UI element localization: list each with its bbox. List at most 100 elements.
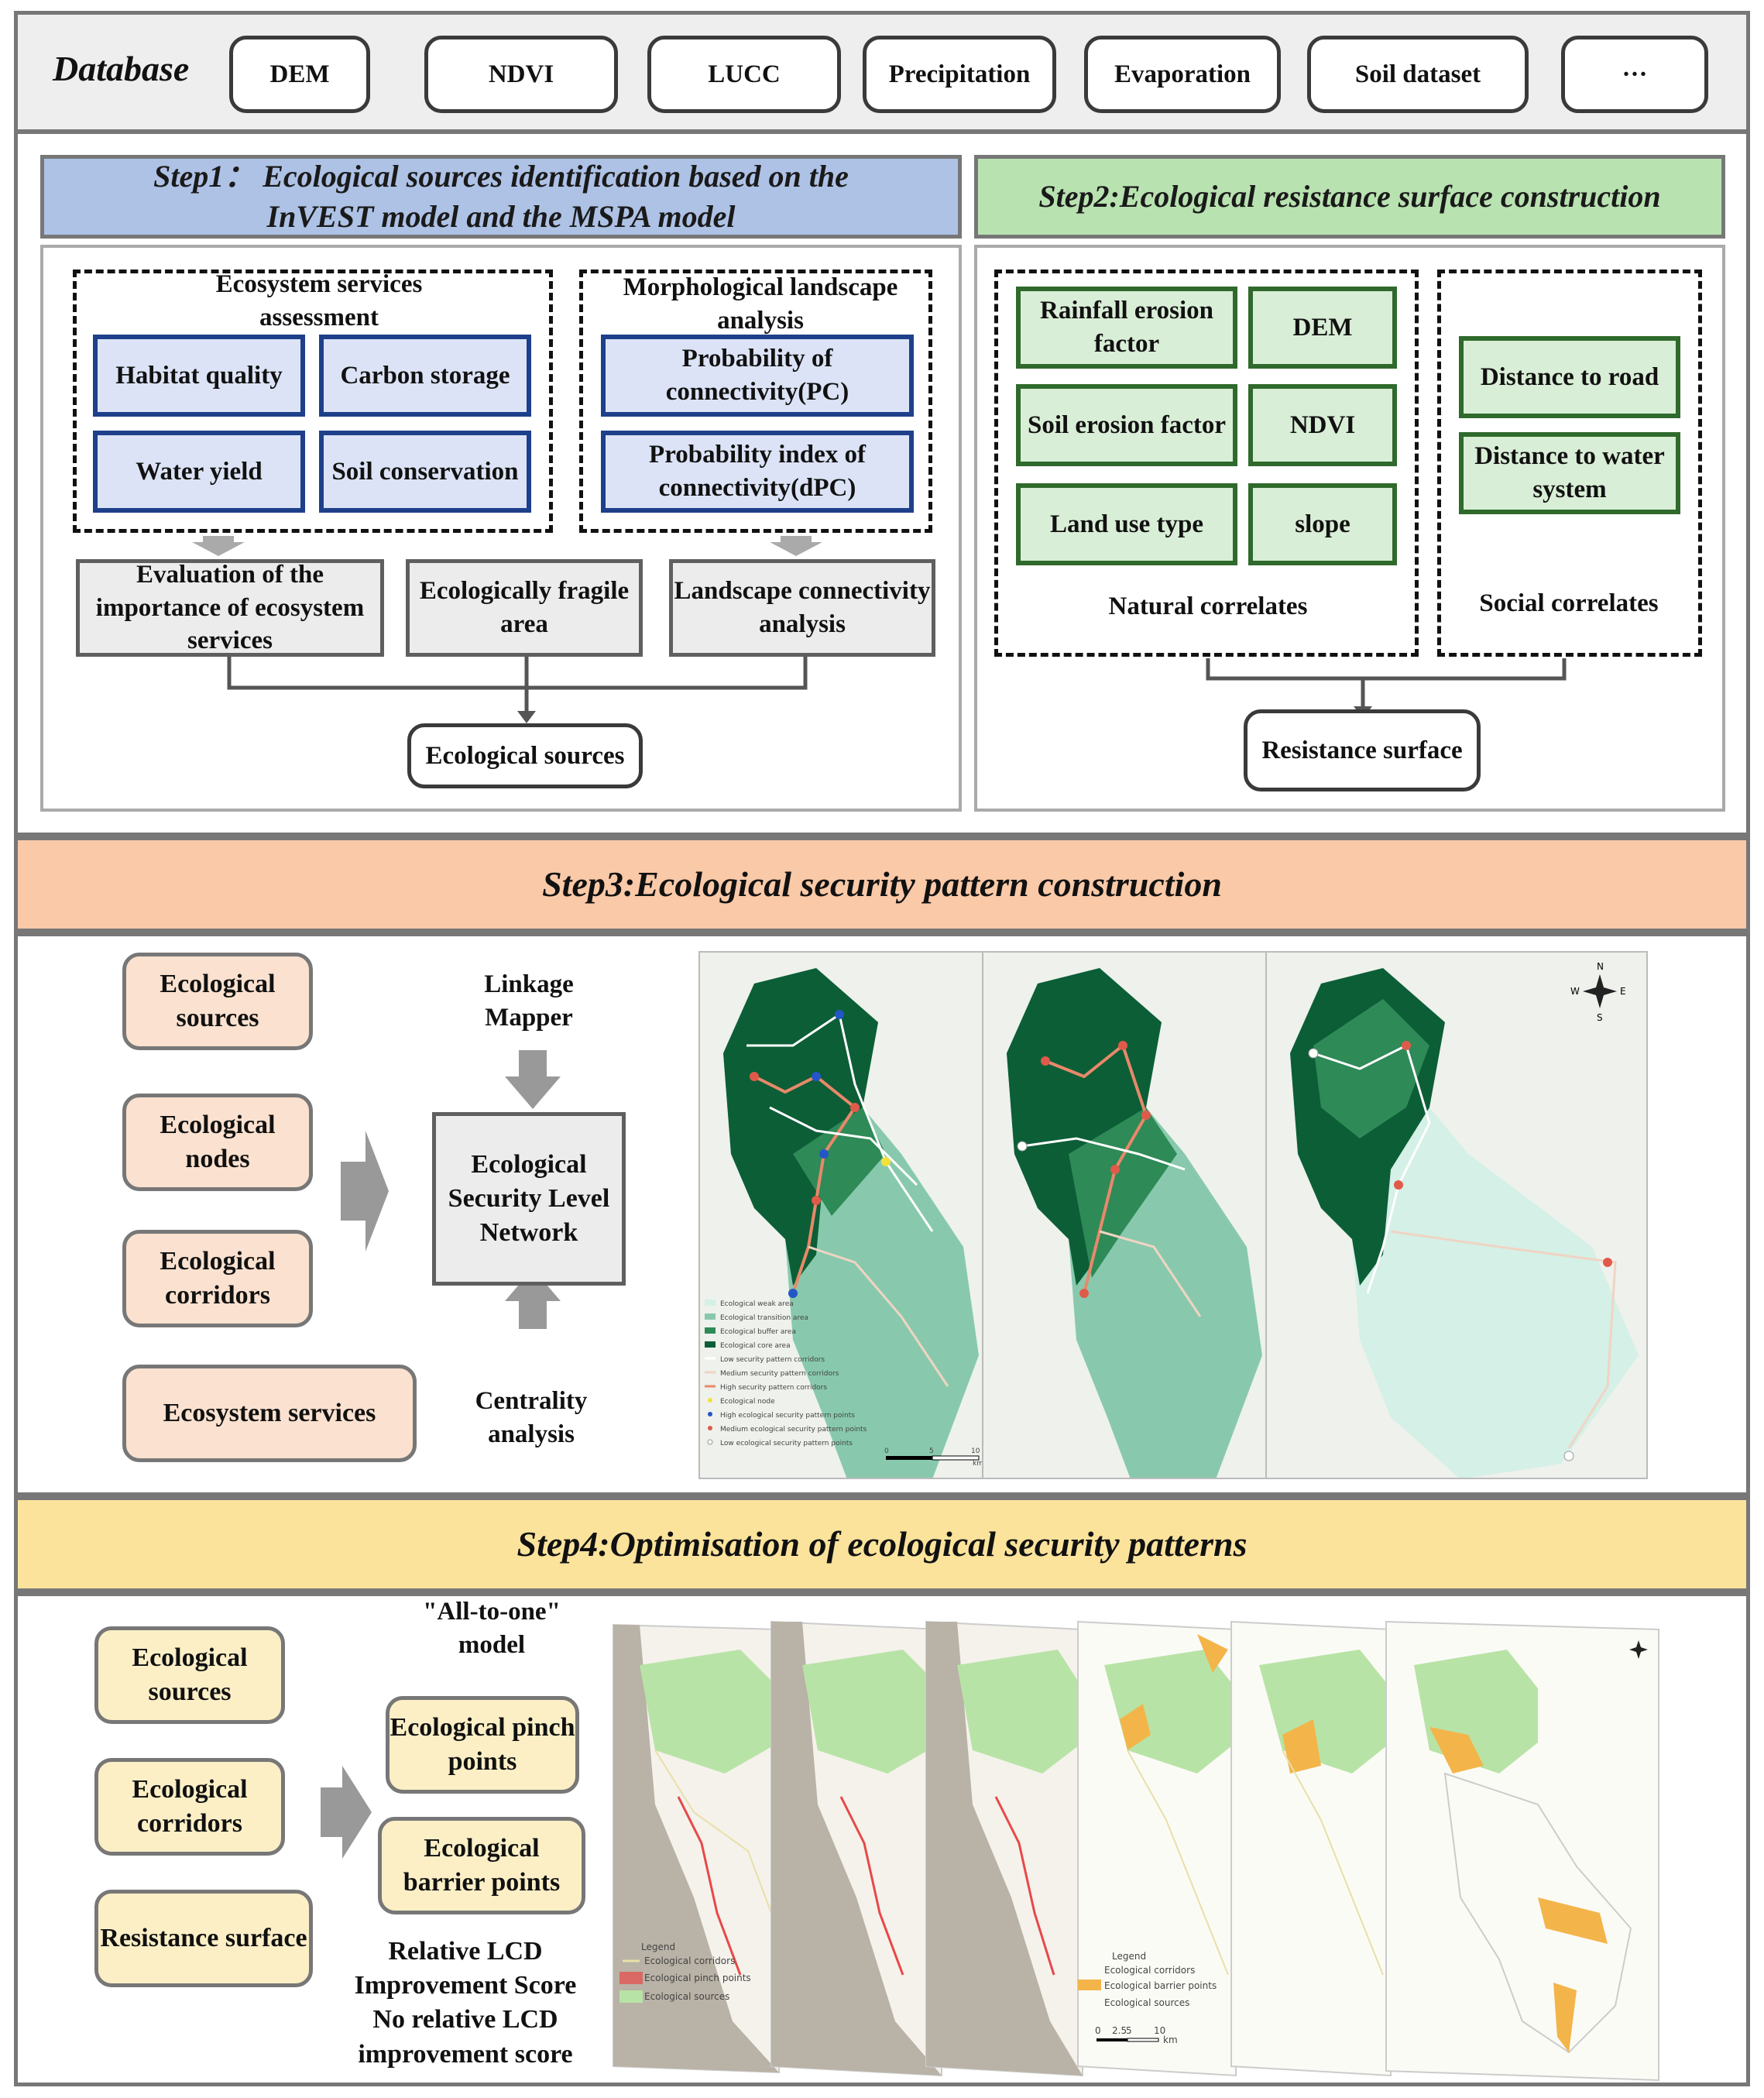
database-item-ndvi: NDVI [424,36,618,113]
step3-title: Step3:Ecological security pattern constr… [14,836,1750,932]
natural-dem: DEM [1248,287,1397,369]
step1-body [40,245,962,812]
step3-compass-e: E [1620,986,1626,997]
step3-body [14,932,1750,1496]
step4-scale-3: 10 [1154,2025,1165,2036]
step3-legend-8: High ecological security pattern points [720,1412,855,1420]
step4-title: Step4:Optimisation of ecological securit… [14,1496,1750,1592]
social-distance-water: Distance to water system [1459,432,1680,514]
database-item-evaporation: Evaporation [1084,36,1281,113]
step4-scale-4: km [1163,2034,1178,2045]
step3-compass-s: S [1597,1012,1603,1023]
security-level-network: Ecological Security Level Network [432,1112,626,1286]
step4-map-1: Legend Ecological corridors Ecological p… [613,1623,780,2074]
mla-probability-of-connectivity: Probability of connectivity(PC) [601,335,914,417]
step3-legend-0: Ecological weak area [720,1300,794,1308]
step3-scale-3: km [973,1460,983,1468]
step3-compass-n: N [1597,961,1604,972]
step3-input-ecosystem-services: Ecosystem services [122,1365,417,1462]
step3-input-sources: Ecological sources [122,953,313,1050]
lcd-score-label: Relative LCD Improvement Score No relati… [354,1937,577,2069]
step3-legend-5: Medium security pattern corridors [720,1370,839,1378]
step3-legend-2: Ecological buffer area [720,1328,796,1336]
step4-legend1-pinch: Ecological pinch points [644,1973,751,1983]
step4-legend2-title: Legend [1112,1951,1146,1962]
step4-body [14,1592,1750,2086]
step1-ecological-sources: Ecological sources [407,723,643,788]
output-landscape-connectivity: Landscape connectivity analysis [669,559,935,657]
steps-1-2-panel [14,130,1750,836]
step1-connectors [192,536,822,723]
database-item-lucc: LUCC [647,36,841,113]
output-evaluation-importance: Evaluation of the importance of ecosyste… [76,559,384,657]
social-correlates-label: Social correlates [1479,589,1659,617]
step4-scale-1: 2.5 [1112,2025,1127,2036]
mla-probability-index: Probability index of connectivity(dPC) [601,431,914,513]
step2-title: Step2:Ecological resistance surface cons… [974,155,1725,239]
step2-body [974,245,1725,812]
step4-legend2-sources: Ecological sources [1104,1997,1189,2008]
step4-input-resistance: Resistance surface [94,1890,313,1987]
step4-input-corridors: Ecological corridors [94,1758,285,1856]
database-item-more: ··· [1561,36,1708,113]
step3-input-nodes: Ecological nodes [122,1094,313,1191]
mla-group [579,270,932,533]
step3-input-corridors: Ecological corridors [122,1230,313,1327]
database-label: Database [53,49,190,88]
step4-map-6 [1385,1620,1659,2082]
step4-map-2 [770,1620,942,2077]
linkage-mapper-label: Linkage Mapper [484,970,574,1032]
social-group [1437,270,1702,657]
database-item-dem: DEM [229,36,370,113]
ess-group-label: Ecosystem services assessment [215,270,423,331]
step4-scale-2: 5 [1126,2025,1132,2036]
database-item-precipitation: Precipitation [863,36,1056,113]
ess-group [73,270,553,533]
step4-legend1-title: Legend [641,1942,675,1952]
step3-legend-7: Ecological node [720,1398,775,1406]
step3-compass-w: W [1570,986,1580,997]
step2-connectors [1206,658,1567,719]
ess-habitat-quality: Habitat quality [93,335,305,417]
step3-map-high: Ecological weak area Ecological transiti… [698,951,985,1479]
step4-input-sources: Ecological sources [94,1626,285,1724]
step3-map-medium [982,951,1268,1479]
step3-legend-9: Medium ecological security pattern point… [720,1426,867,1434]
natural-land-use-type: Land use type [1016,483,1237,565]
ess-water-yield: Water yield [93,431,305,513]
step4-maps: Legend Ecological corridors Ecological p… [613,1620,1659,2082]
step4-map-5 [1230,1620,1392,2077]
output-ecologically-fragile: Ecologically fragile area [406,559,643,657]
natural-rainfall-erosion: Rainfall erosion factor [1016,287,1237,369]
natural-group [994,270,1419,657]
natural-correlates-label: Natural correlates [1108,592,1308,620]
natural-ndvi: NDVI [1248,384,1397,466]
step3-scale-0: 0 [884,1447,889,1455]
step4-legend1-sources: Ecological sources [644,1991,729,2002]
natural-soil-erosion: Soil erosion factor [1016,384,1237,466]
step3-scale-1: 5 [929,1447,934,1455]
ess-carbon-storage: Carbon storage [319,335,531,417]
mla-group-label: Morphological landscape analysis [623,273,898,335]
step4-map-3 [925,1620,1083,2077]
ess-soil-conservation: Soil conservation [319,431,531,513]
step4-barrier-points: Ecological barrier points [378,1817,585,1914]
step3-scale-2: 10 [971,1447,980,1455]
natural-slope: slope [1248,483,1397,565]
step4-legend2-barrier: Ecological barrier points [1104,1980,1217,1991]
step4-scale-0: 0 [1095,2025,1101,2036]
step3-legend-3: Ecological core area [720,1342,791,1350]
step4-legend1-corridors: Ecological corridors [644,1956,735,1966]
step4-arrow [321,1766,372,1859]
step2-resistance-surface: Resistance surface [1244,709,1481,791]
step3-arrows [341,1050,561,1329]
step1-title: Step1： Ecological sources identification… [40,155,962,239]
step3-legend-1: Ecological transition area [720,1314,808,1322]
step3-map-low: N E S W [1265,951,1648,1479]
centrality-analysis-label: Centrality analysis [475,1387,588,1448]
step4-legend2-corridors: Ecological corridors [1104,1965,1195,1976]
social-distance-road: Distance to road [1459,336,1680,418]
step3-legend-6: High security pattern corridors [720,1384,827,1392]
step3-legend-4: Low security pattern corridors [720,1356,825,1364]
step4-map-4: Legend Ecological corridors Ecological b… [1077,1620,1237,2077]
